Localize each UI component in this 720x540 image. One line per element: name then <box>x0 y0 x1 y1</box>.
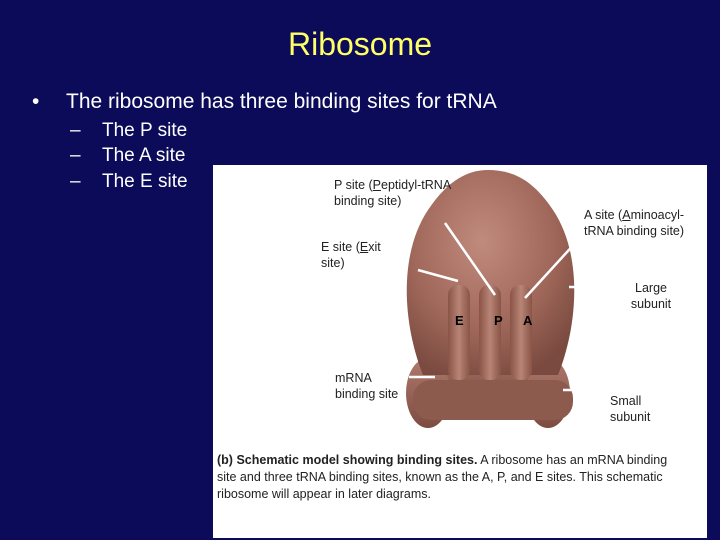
ribosome-diagram <box>406 170 591 428</box>
a-site-letter: A <box>523 313 533 328</box>
p-site-letter: P <box>494 313 503 328</box>
p-site-label: P site (Peptidyl-tRNA binding site) <box>334 178 451 208</box>
large-subunit-label: Large subunit <box>630 281 672 311</box>
bullet-text: The ribosome has three binding sites for… <box>66 90 497 113</box>
e-site-letter: E <box>455 313 464 328</box>
main-bullet: • The ribosome has three binding sites fo… <box>32 90 497 114</box>
figure-caption: (b) Schematic model showing binding site… <box>217 453 668 501</box>
sub-item-a-site: –The A site <box>70 145 186 166</box>
e-site-label: E site (Exit site) <box>321 240 381 270</box>
ribosome-figure: P site (Peptidyl-tRNA binding site) A si… <box>213 165 707 538</box>
sub-item-p-site: –The P site <box>70 120 188 141</box>
slide-title: Ribosome <box>287 26 433 62</box>
mrna-binding-site-label: mRNA binding site <box>335 371 399 401</box>
bullet-dot: • <box>32 90 40 113</box>
small-subunit-label: Small subunit <box>610 394 651 424</box>
leader-lines <box>409 222 591 392</box>
p-slot <box>479 285 501 380</box>
sub-item-e-site: –The E site <box>70 171 188 192</box>
a-slot <box>510 285 532 380</box>
e-slot <box>448 285 470 380</box>
a-site-label: A site (Aminoacyl-tRNA binding site) <box>584 208 685 238</box>
